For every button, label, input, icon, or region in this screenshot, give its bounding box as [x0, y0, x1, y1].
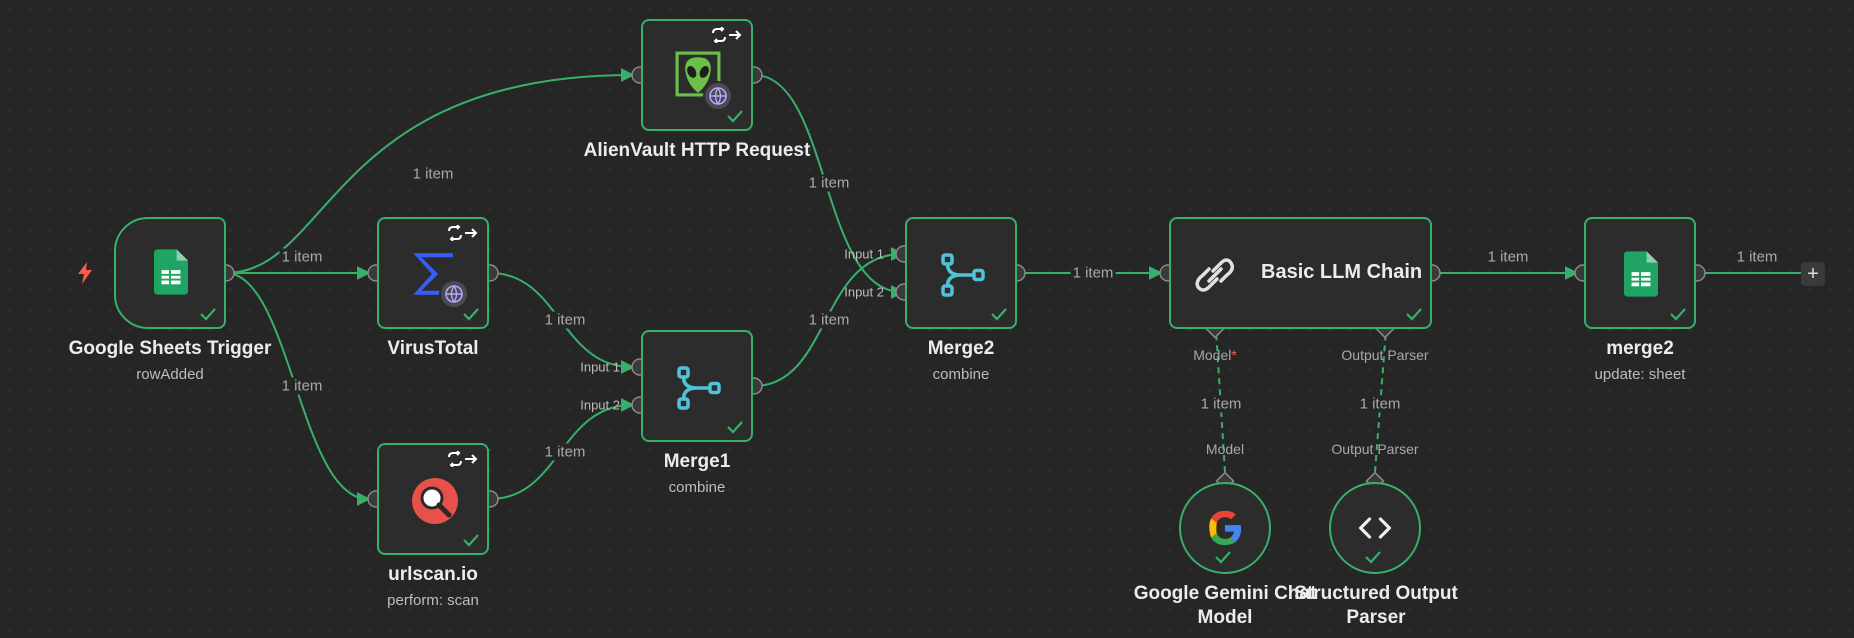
parser-port-label: Output Parser — [1331, 441, 1419, 457]
add-node-button[interactable]: + — [1801, 262, 1825, 286]
urlscan-magnifier-icon — [412, 478, 458, 524]
node-title: Merge2 — [927, 338, 995, 359]
llm-model-port-label: Model* — [1193, 347, 1237, 363]
edge-trigger-alienvault[interactable] — [225, 68, 635, 274]
node-subtitle: update: sheet — [1594, 366, 1686, 383]
node-merge2-sheet[interactable] — [1584, 217, 1696, 329]
success-check-icon — [991, 308, 1007, 321]
merge2-input1-label: Input 1 — [844, 246, 884, 262]
google-sheets-icon — [1624, 251, 1658, 297]
alienvault-alien-icon — [675, 51, 721, 97]
node-title: merge2 — [1606, 338, 1674, 359]
loop-arrow-icon — [448, 451, 478, 467]
node-subtitle: combine — [932, 366, 990, 383]
edge-label: 1 item — [1485, 248, 1531, 266]
edge-label: 1 item — [410, 165, 456, 183]
node-subtitle: rowAdded — [136, 366, 204, 383]
merge1-input1-label: Input 1 — [580, 359, 620, 375]
trigger-bolt-icon — [78, 262, 92, 284]
loop-arrow-icon — [448, 225, 478, 241]
success-check-icon — [1670, 308, 1686, 321]
node-title: urlscan.io — [388, 564, 478, 585]
gemini-port-label: Model — [1205, 441, 1245, 457]
edge-label: 1 item — [279, 377, 325, 395]
node-urlscan[interactable] — [377, 443, 489, 555]
node-structured-output-parser[interactable] — [1329, 482, 1421, 574]
node-subtitle: combine — [668, 479, 726, 496]
edge-label: 1 item — [1734, 248, 1780, 266]
node-virustotal[interactable] — [377, 217, 489, 329]
node-title: Structured Output Parser — [1294, 583, 1458, 628]
node-merge1[interactable] — [641, 330, 753, 442]
globe-badge-icon — [703, 81, 733, 111]
node-title: Google Sheets Trigger — [68, 338, 272, 359]
success-check-icon — [463, 534, 479, 547]
node-title: Merge1 — [663, 451, 731, 472]
loop-arrow-icon — [712, 27, 742, 43]
success-check-icon — [727, 421, 743, 434]
node-merge2[interactable] — [905, 217, 1017, 329]
success-check-icon — [727, 110, 743, 123]
edge-label: 1 item — [1357, 395, 1403, 413]
llm-parser-port-label: Output Parser — [1341, 347, 1429, 363]
code-brackets-icon — [1359, 517, 1391, 539]
edge-label: 1 item — [279, 248, 325, 266]
virustotal-icon — [413, 253, 453, 295]
node-google-sheets-trigger[interactable] — [114, 217, 226, 329]
node-basic-llm-chain[interactable]: Basic LLM Chain — [1169, 217, 1432, 329]
edge-label: 1 item — [542, 443, 588, 461]
google-sheets-icon — [154, 249, 188, 295]
success-check-icon — [200, 308, 216, 321]
node-title: VirusTotal — [387, 338, 479, 359]
required-marker: * — [1231, 347, 1237, 363]
merge2-input2-label: Input 2 — [844, 284, 884, 300]
edge-label: 1 item — [542, 311, 588, 329]
node-google-gemini-chat-model[interactable] — [1179, 482, 1271, 574]
globe-badge-icon — [439, 279, 469, 309]
port-model-text: Model — [1193, 347, 1232, 363]
edge-label: 1 item — [806, 174, 852, 192]
node-title: AlienVault HTTP Request — [583, 140, 811, 161]
edge-label: 1 item — [1070, 264, 1116, 282]
success-check-icon — [1365, 551, 1381, 564]
merge-icon — [941, 253, 985, 297]
node-subtitle: perform: scan — [387, 592, 479, 609]
node-title: Basic LLM Chain — [1261, 261, 1423, 283]
merge-icon — [677, 366, 721, 410]
success-check-icon — [1215, 551, 1231, 564]
link-chain-icon — [1195, 258, 1235, 292]
merge1-input2-label: Input 2 — [580, 397, 620, 413]
success-check-icon — [1406, 308, 1422, 321]
node-title: Google Gemini Chat Model — [1133, 583, 1317, 628]
edge-label: 1 item — [1198, 395, 1244, 413]
success-check-icon — [463, 308, 479, 321]
edge-label: 1 item — [806, 311, 852, 329]
node-alienvault-http-request[interactable] — [641, 19, 753, 131]
google-g-icon — [1209, 510, 1242, 546]
